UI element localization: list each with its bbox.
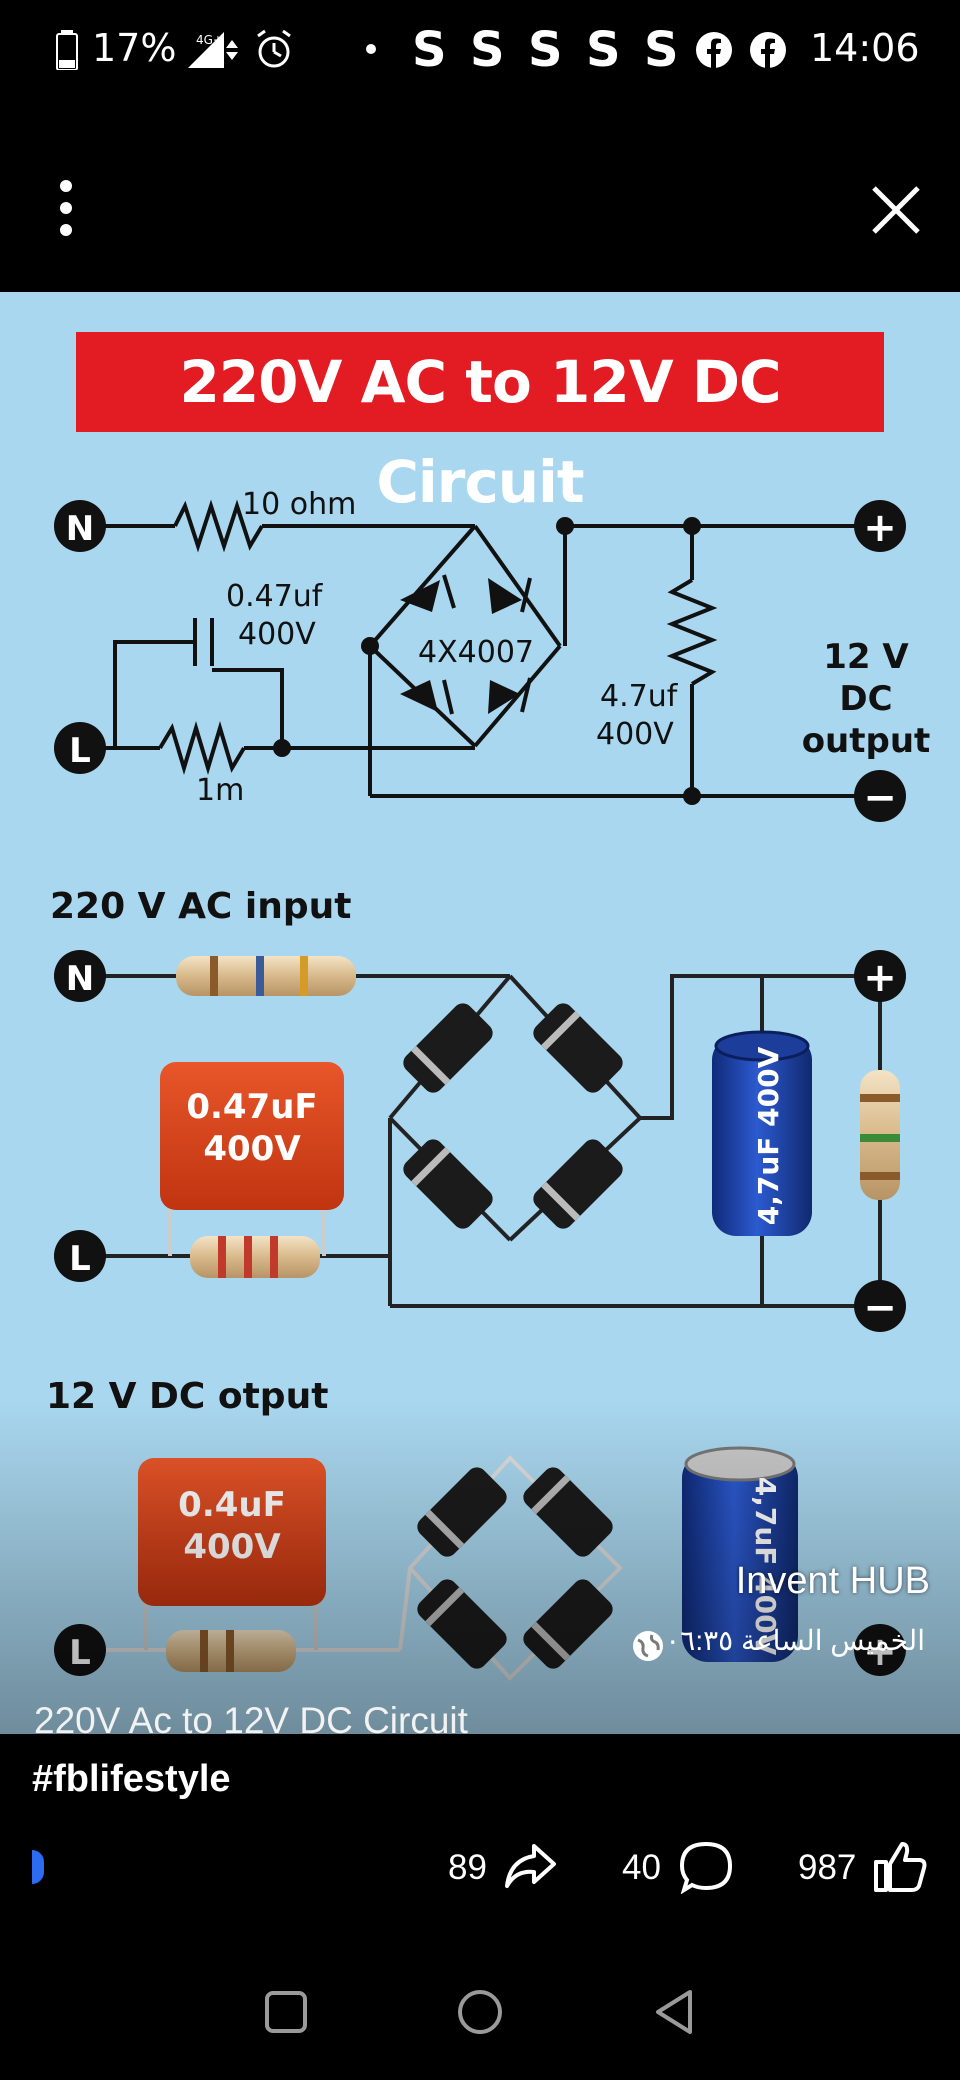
- battery-icon: [56, 30, 78, 70]
- schematic-diodes: [400, 574, 532, 715]
- bridge-label: 4X4007: [418, 635, 534, 670]
- node-l-label: L: [69, 1239, 91, 1279]
- output-label: DC: [839, 679, 892, 719]
- comment-icon[interactable]: [678, 1840, 734, 1894]
- filter-value-label: 4.7uf: [600, 679, 679, 714]
- node-l-label: L: [69, 731, 91, 771]
- caption-title: 220V Ac to 12V DC Circuit: [34, 1700, 468, 1741]
- output-label: output: [802, 721, 931, 761]
- plus-terminal: +: [863, 1629, 897, 1675]
- progress-indicator: [32, 1850, 44, 1884]
- middle-electrolytic-capacitor: 4,7uF 400V: [712, 1030, 812, 1236]
- battery-percent: 17%: [92, 26, 177, 70]
- node-n-label: N: [66, 509, 94, 549]
- alarm-icon: [257, 29, 291, 68]
- page-name[interactable]: Invent HUB: [735, 1560, 930, 1602]
- section-title: 12 V DC otput: [46, 1376, 328, 1417]
- svg-text:4G+: 4G+: [196, 33, 223, 47]
- series-resistor-label: 10 ohm: [242, 487, 356, 522]
- hashtag[interactable]: #fblifestyle: [32, 1758, 231, 1800]
- like-count: 987: [798, 1848, 857, 1887]
- cap-label: 400V: [183, 1527, 281, 1567]
- notification-s-icon: S: [412, 22, 447, 78]
- facebook-icon: [696, 32, 732, 68]
- output-label: 12 V: [823, 637, 909, 677]
- cap-value-label: 0.47uf: [226, 579, 324, 614]
- signal-icon: 4G+: [188, 32, 238, 68]
- dot-icon: [366, 44, 376, 54]
- circuit-diagram: N L + − 10 ohm 0.47uf 400V 4X4007 1m 4.7…: [46, 487, 931, 1681]
- middle-terminals: [54, 950, 906, 1332]
- minus-terminal: −: [863, 1285, 897, 1331]
- schematic-junctions: [273, 517, 701, 805]
- post-image[interactable]: N L + − 10 ohm 0.47uf 400V 4X4007 1m 4.7…: [0, 292, 960, 1734]
- ecap-label: 4,7uF 400V: [749, 1477, 782, 1656]
- bleed-resistor-label: 1m: [196, 773, 244, 808]
- cap-label: 0.47uF: [186, 1087, 317, 1127]
- bottom-film-capacitor: 0.4uF 400V: [138, 1458, 326, 1672]
- back-icon[interactable]: [652, 1988, 696, 2036]
- image-title: 220V AC to 12V DC Circuit: [179, 348, 781, 516]
- cap-label: 400V: [203, 1129, 301, 1169]
- notification-s-icon: S: [528, 22, 563, 78]
- globe-icon: [633, 1631, 663, 1661]
- notification-s-icon: S: [586, 22, 621, 78]
- comment-count: 40: [622, 1848, 661, 1887]
- filter-voltage-label: 400V: [596, 717, 674, 752]
- more-options-icon[interactable]: [48, 178, 84, 238]
- bottom-diodes: [417, 1467, 613, 1669]
- recent-apps-icon[interactable]: [264, 1990, 308, 2034]
- middle-resistors: [176, 956, 900, 1278]
- node-n-label: N: [66, 959, 94, 999]
- plus-terminal: +: [863, 505, 897, 551]
- minus-terminal: −: [863, 775, 897, 821]
- clock: 14:06: [810, 26, 920, 70]
- plus-terminal: +: [863, 955, 897, 1001]
- schematic-wires: [100, 499, 880, 798]
- status-bar: 17% 4G+ S S S S S 14:06: [0, 0, 960, 100]
- notification-s-icon: S: [644, 22, 679, 78]
- middle-diodes: [403, 1003, 623, 1229]
- facebook-icon: [750, 32, 786, 68]
- close-icon[interactable]: [866, 180, 926, 240]
- section-title: 220 V AC input: [50, 886, 351, 927]
- bottom-electrolytic-capacitor: 4,7uF 400V: [682, 1446, 798, 1662]
- post-time: الخميس الساعة ٠٦:٣٥: [665, 1625, 925, 1656]
- share-icon[interactable]: [502, 1840, 558, 1892]
- home-icon[interactable]: [456, 1988, 504, 2036]
- navigation-bar: [0, 1960, 960, 2080]
- title-banner: [76, 332, 884, 432]
- middle-film-capacitor: 0.47uF 400V: [160, 1062, 344, 1256]
- schematic-terminals: [54, 500, 906, 822]
- cap-voltage-label: 400V: [238, 617, 316, 652]
- cap-label: 0.4uF: [178, 1485, 286, 1525]
- node-l-label: L: [69, 1633, 91, 1673]
- ecap-label: 4,7uF 400V: [752, 1046, 785, 1225]
- notification-s-icon: S: [470, 22, 505, 78]
- like-icon[interactable]: [872, 1838, 928, 1894]
- bottom-terminals: [54, 1624, 906, 1676]
- share-count: 89: [448, 1848, 487, 1887]
